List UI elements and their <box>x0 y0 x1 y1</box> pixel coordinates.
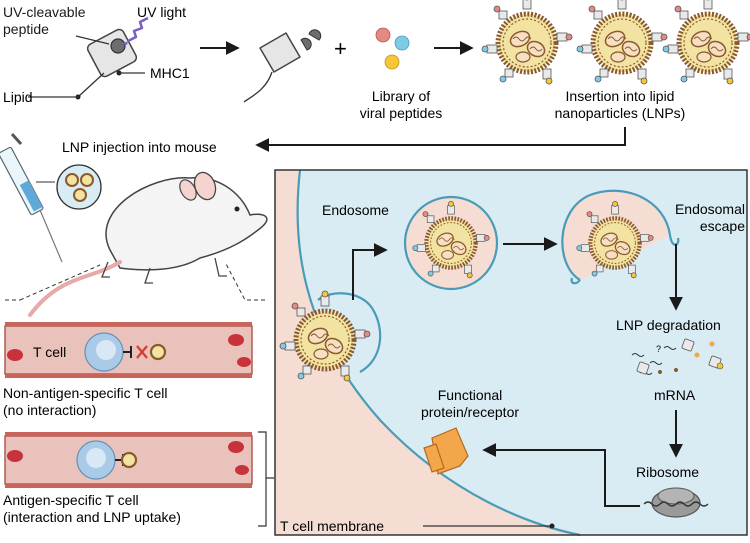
lnp-degradation-label: LNP degradation <box>616 317 721 333</box>
empty-mhc1-icon <box>243 29 322 103</box>
vessel-specific <box>4 432 253 488</box>
ribosome-label: Ribosome <box>636 464 699 480</box>
arrow-endosome <box>352 243 388 300</box>
mrna-label: mRNA <box>654 387 696 403</box>
t-cell-icon <box>84 332 132 372</box>
lnp-icon <box>482 0 750 84</box>
lipid-label: Lipid <box>3 89 33 105</box>
mhc1-label: MHC1 <box>150 65 190 81</box>
lnp-injection-label: LNP injection into mouse <box>62 139 217 155</box>
t-cell-label: T cell <box>33 344 66 360</box>
endosomal-escape-icon <box>561 189 680 285</box>
vessel-non-specific <box>4 322 253 378</box>
lnp-inset-icon <box>36 164 102 210</box>
svg-text:?: ? <box>656 344 661 354</box>
endosome-label: Endosome <box>322 202 389 218</box>
injection-arrow <box>255 127 626 152</box>
receptor-protein-icon <box>423 427 469 475</box>
uv-light-label: UV light <box>137 4 186 20</box>
no-interaction-cross <box>136 345 148 359</box>
t-cell-membrane-label: T cell membrane <box>280 518 384 534</box>
ribosome-icon <box>643 487 709 518</box>
non-specific-label: Non-antigen-specific T cell(no interacti… <box>3 385 167 418</box>
uv-light-icon <box>122 16 149 45</box>
endosome-icon <box>403 195 499 291</box>
zoom-lines <box>5 261 265 301</box>
syringe-icon <box>0 132 63 263</box>
red-blood-cell-icon <box>7 334 251 367</box>
arrow-protein <box>482 443 640 507</box>
mhc1-molecule-icon <box>28 28 145 100</box>
peptide-icon <box>375 27 410 70</box>
specific-label: Antigen-specific T cell(interaction and … <box>3 492 181 525</box>
plus-sign: + <box>334 36 347 61</box>
bracket <box>258 431 274 527</box>
mrna-icon: ? <box>631 338 724 375</box>
lnp-small-1 <box>149 343 167 361</box>
endocytosis-lnp <box>280 291 382 381</box>
mouse-icon <box>28 171 268 317</box>
